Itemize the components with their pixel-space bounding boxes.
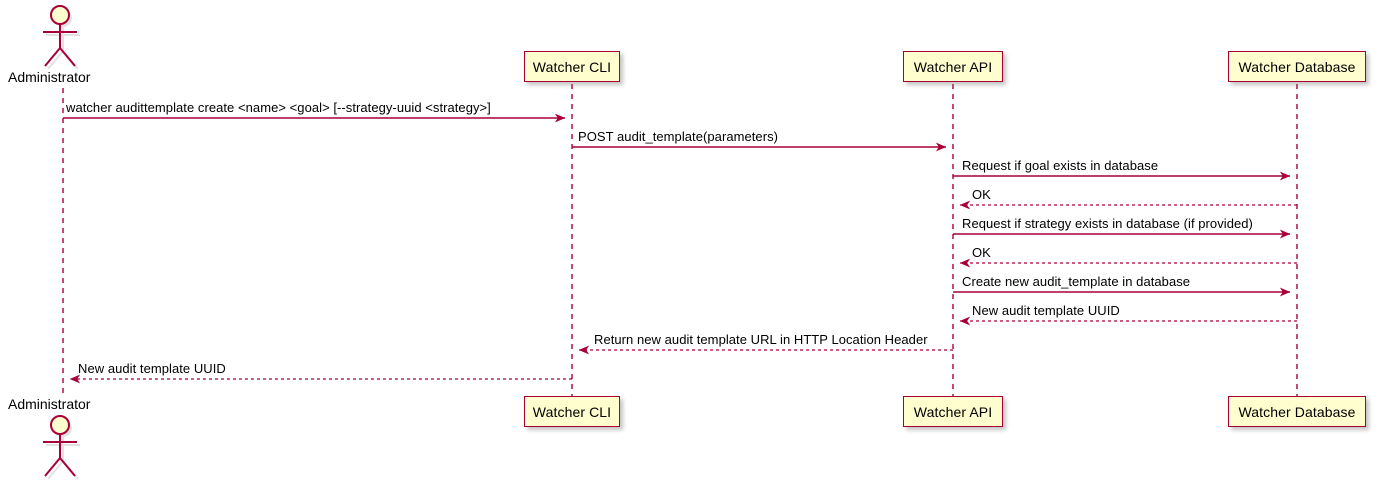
participant-watcher-database-top[interactable]: Watcher Database xyxy=(1228,51,1366,82)
participant-watcher-database-bottom[interactable]: Watcher Database xyxy=(1228,396,1366,427)
participant-watcher-api-top[interactable]: Watcher API xyxy=(903,51,1003,82)
message-label-8: New audit template UUID xyxy=(972,303,1120,318)
message-label-2: POST audit_template(parameters) xyxy=(578,129,779,144)
message-label-1: watcher audittemplate create <name> <goa… xyxy=(66,100,491,115)
message-label-7: Create new audit_template in database xyxy=(962,274,1191,289)
message-label-3: Request if goal exists in database xyxy=(962,158,1159,173)
participant-watcher-cli-bottom[interactable]: Watcher CLI xyxy=(524,396,620,427)
message-label-6: OK xyxy=(972,245,991,260)
actor-label-administrator-top: Administrator xyxy=(8,69,91,85)
actor-figure-bottom xyxy=(43,415,80,480)
actor-label-administrator-bottom: Administrator xyxy=(8,396,91,412)
message-label-4: OK xyxy=(972,187,991,202)
message-label-10: New audit template UUID xyxy=(78,361,226,376)
participant-watcher-cli-top[interactable]: Watcher CLI xyxy=(524,51,620,82)
actor-figure-top xyxy=(43,5,80,70)
participant-watcher-api-bottom[interactable]: Watcher API xyxy=(903,396,1003,427)
message-label-9: Return new audit template URL in HTTP Lo… xyxy=(594,332,928,347)
message-label-5: Request if strategy exists in database (… xyxy=(962,216,1253,231)
